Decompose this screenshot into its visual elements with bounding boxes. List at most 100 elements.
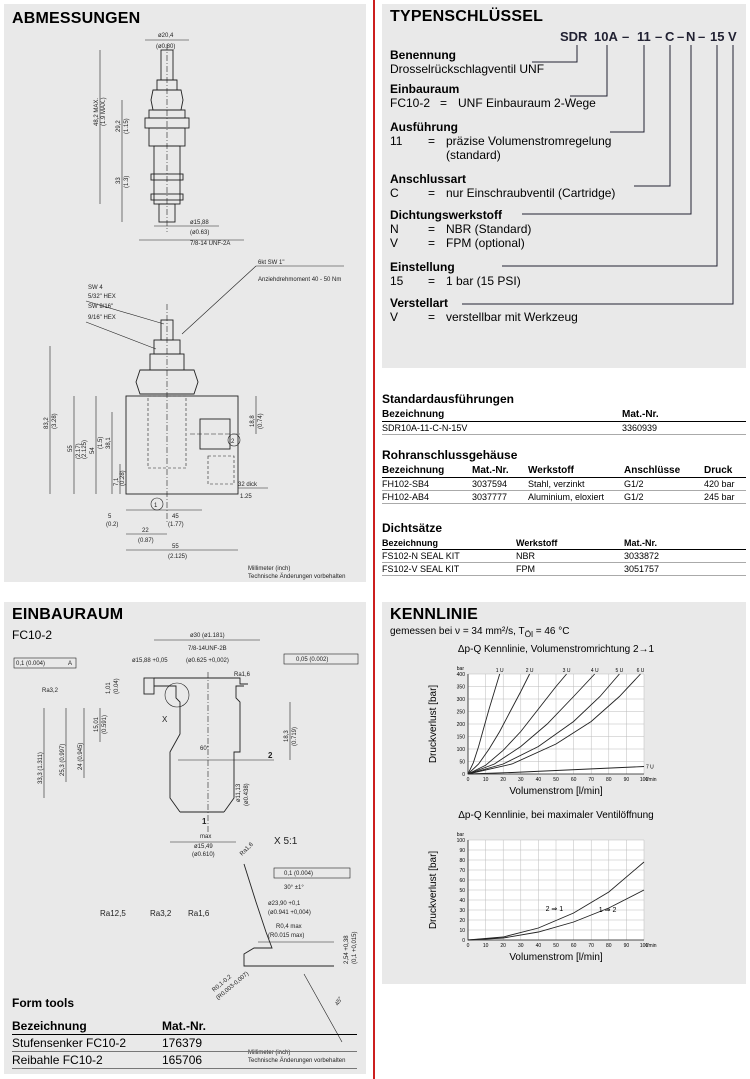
dim-b1: 5 xyxy=(108,514,112,520)
seals-title: Dichtsätze xyxy=(382,521,443,535)
chart-series-label: 6 U xyxy=(637,668,645,674)
chart-y-tick-label: 90 xyxy=(459,848,465,854)
typecode-group-1: Einbauraum FC10-2=UNF Einbauraum 2-Wege xyxy=(390,82,596,110)
chart-series-line xyxy=(467,673,567,775)
dim-v4: 54 xyxy=(90,447,96,454)
chart-y-tick-label: 10 xyxy=(459,928,465,934)
dim-port1: 1 xyxy=(154,503,158,509)
table-header: Mat.-Nr. xyxy=(472,464,528,478)
line-eq: = xyxy=(428,222,436,236)
chart-series-line xyxy=(467,673,620,775)
inst-d30: ø30 (ø1.181) xyxy=(190,633,225,639)
chart-series-label: 4 U xyxy=(591,668,599,674)
chart-x-tick-label: 90 xyxy=(624,943,630,949)
chart-x-tick-label: 60 xyxy=(571,777,577,783)
chart-y-unit: bar xyxy=(457,666,465,672)
chart-series-label: 1 U xyxy=(496,668,504,674)
chart-series-line xyxy=(467,673,531,775)
line-value: verstellbar mit Werkzeug xyxy=(446,310,578,324)
chart-y-tick-label: 50 xyxy=(459,888,465,894)
typecode-group-6: Verstellart V=verstellbar mit Werkzeug xyxy=(390,296,578,324)
chart-y-tick-label: 400 xyxy=(457,672,466,678)
inst-d1588: ø15,88 +0,05 xyxy=(132,658,168,664)
chart-y-tick-label: 0 xyxy=(462,772,465,778)
code-c: C xyxy=(665,29,675,44)
chart-y-label: Druckverlust [bar] xyxy=(428,851,439,930)
dim-v2: 55 xyxy=(68,445,74,452)
chart-y-label: Druckverlust [bar] xyxy=(428,685,439,764)
code-dash3: – xyxy=(677,29,685,44)
chart-x-tick-label: 10 xyxy=(483,943,489,949)
inst-d1113i: (ø0.438) xyxy=(244,783,250,806)
dim-v2i: (2.17) xyxy=(76,443,82,459)
installation-panel: EINBAURAUM FC10-2 0,1 (0.004) A 0,05 (0.… xyxy=(4,602,366,1074)
dim-h1i: (1.9 MAX.) xyxy=(101,97,107,126)
table-cell: 3037594 xyxy=(472,477,528,491)
dim-b1i: (0.2) xyxy=(106,522,118,528)
chart-x-tick-label: 40 xyxy=(536,777,542,783)
typecode-group-3: Anschlussart C=nur Einschraubventil (Car… xyxy=(390,172,615,200)
dimensions-title: ABMESSUNGEN xyxy=(12,10,141,27)
chart-y-tick-label: 350 xyxy=(457,685,466,691)
line-value: (standard) xyxy=(446,148,501,162)
chart-y-tick-label: 150 xyxy=(457,735,466,741)
table-cell: Stufensenker FC10-2 xyxy=(12,1034,162,1052)
line-value: präzise Volumenstromregelung xyxy=(446,134,612,148)
chart-x-tick-label: 50 xyxy=(553,777,559,783)
chart-x-tick-label: 70 xyxy=(588,777,594,783)
table-cell: 3360939 xyxy=(622,421,746,435)
chart-x-tick-label: 60 xyxy=(571,943,577,949)
table-row: FH102-AB4 3037777 Aluminium, eloxiert G1… xyxy=(382,490,746,504)
chart-series-label: 3 U xyxy=(563,668,571,674)
inst-d0941: (ø0.941 +0,004) xyxy=(268,910,311,916)
chart-y-tick-label: 80 xyxy=(459,858,465,864)
chart-y-tick-label: 300 xyxy=(457,697,466,703)
curves-charts: Δp-Q Kennlinie, Volumenstromrichtung 2→1… xyxy=(428,644,657,963)
inst-ra16c: Ra1,6 xyxy=(188,909,210,918)
curves-subtitle-end: = 46 °C xyxy=(532,626,570,637)
dim-b3i: (0.87) xyxy=(138,538,154,544)
table-cell: 420 bar xyxy=(704,477,746,491)
inst-tol1: 0,1 (0.004) xyxy=(16,661,45,667)
chart-y-tick-label: 50 xyxy=(459,760,465,766)
chart-y-tick-label: 0 xyxy=(462,938,465,944)
chart-x-label: Volumenstrom [l/min] xyxy=(509,786,603,797)
dim-torque: Anziehdrehmoment 40 - 50 Nm xyxy=(258,277,341,283)
table-cell: 3037777 xyxy=(472,490,528,504)
dim-d1: ø20,4 xyxy=(158,33,174,39)
dim-v5i: (0.28) xyxy=(120,470,126,486)
inst-thread: 7/8-14UNF-2B xyxy=(188,646,227,652)
table-header: Werkstoff xyxy=(516,537,624,550)
group-heading: Dichtungswerkstoff xyxy=(390,208,503,222)
inst-dmax: max xyxy=(200,834,211,840)
dim-sw9: SW 9/16" xyxy=(88,304,113,310)
chart-y-tick-label: 70 xyxy=(459,868,465,874)
table-header: Bezeichnung xyxy=(382,537,516,550)
chart-x-tick-label: 0 xyxy=(467,943,470,949)
table-header: Bezeichnung xyxy=(382,464,472,478)
standard-title: Standardausführungen xyxy=(382,392,515,406)
curves-subtitle: gemessen bei ν = 34 mm²/s, TÖl = 46 °C xyxy=(390,626,569,639)
group-heading: Ausführung xyxy=(390,120,458,134)
line-key: 15 xyxy=(390,274,404,288)
chart-x-tick-label: 70 xyxy=(588,943,594,949)
table-header: Anschlüsse xyxy=(624,464,704,478)
inst-x: X xyxy=(162,715,168,724)
dim-v4i: (2.125) xyxy=(82,440,88,459)
line-key: N xyxy=(390,222,399,236)
inst-h2: 15,01 xyxy=(94,716,100,732)
line-key: V xyxy=(390,310,399,324)
chart-x-unit: l/min xyxy=(646,777,657,783)
line-eq: = xyxy=(428,310,436,324)
line-key: V xyxy=(390,236,399,250)
line-value: UNF Einbauraum 2-Wege xyxy=(458,96,596,110)
table-cell: FH102-AB4 xyxy=(382,490,472,504)
curves-panel: KENNLINIE gemessen bei ν = 34 mm²/s, TÖl… xyxy=(382,602,746,984)
table-cell: G1/2 xyxy=(624,490,704,504)
chart-title: Δp-Q Kennlinie, bei maximaler Ventilöffn… xyxy=(458,810,654,821)
inst-v01: (0,1 +0,015) xyxy=(352,931,358,964)
dim-h3: 33 xyxy=(116,177,122,184)
code-sdr: SDR xyxy=(560,29,588,44)
